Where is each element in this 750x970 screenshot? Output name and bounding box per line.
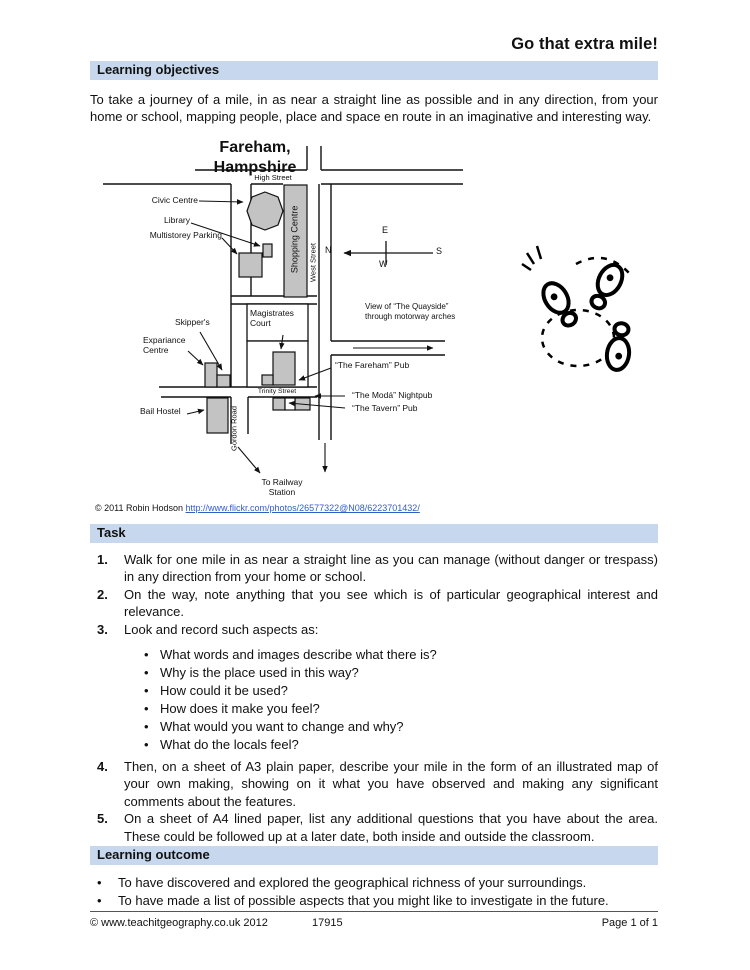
task-heading: Task xyxy=(90,524,658,543)
credit-link[interactable]: http://www.flickr.com/photos/26577322@N0… xyxy=(185,503,420,513)
compass-s: S xyxy=(436,246,443,256)
label-quayside-view: View of “The Quayside” through motorway … xyxy=(365,302,456,321)
learning-outcome-heading: Learning outcome xyxy=(90,846,658,865)
street-label-west-street: West Street xyxy=(308,242,318,283)
bullet-item: How could it be used? xyxy=(142,682,658,700)
sparkle-lines xyxy=(521,245,543,272)
task-item-number: 4. xyxy=(97,759,108,775)
expariance-centre-building xyxy=(204,362,218,388)
street-label-gordon-road: Gordon Road xyxy=(229,405,239,452)
learning-objectives-body: To take a journey of a mile, in as near … xyxy=(90,92,658,125)
task-item-number: 5. xyxy=(97,811,108,827)
task-item-text: Look and record such aspects as: xyxy=(124,621,319,637)
tavern-pub-building xyxy=(272,397,286,411)
footprint xyxy=(589,262,625,311)
map-title: Fareham, Hampshire xyxy=(213,139,297,176)
bullet-item: To have discovered and explored the geog… xyxy=(90,874,658,892)
bullet-item: What words and images describe what ther… xyxy=(142,646,658,664)
aspects-bullet-list: What words and images describe what ther… xyxy=(142,646,658,754)
footer-page-number: Page 1 of 1 xyxy=(601,917,658,929)
bullet-item: How does it make you feel? xyxy=(142,700,658,718)
bullet-item: To have made a list of possible aspects … xyxy=(90,892,658,910)
fareham-pub-building xyxy=(261,374,274,386)
label-to-railway-station: To Railway Station xyxy=(261,477,303,498)
footprint xyxy=(604,321,632,372)
task-item-text: Walk for one mile in as near a straight … xyxy=(124,552,658,585)
compass-n: N xyxy=(325,245,332,255)
footprint xyxy=(541,281,578,328)
skippers-building xyxy=(216,374,231,388)
credit-text: © 2011 Robin Hodson xyxy=(95,503,186,513)
footer-resource-number: 17915 xyxy=(312,917,343,929)
place-label-bail-hostel: Bail Hostel xyxy=(140,406,181,416)
place-label-tavern-pub: “The Tavern” Pub xyxy=(352,403,418,413)
place-label-shopping-centre: Shopping Centre xyxy=(289,205,300,274)
parking-building xyxy=(238,252,263,278)
shopping-centre-building xyxy=(283,184,308,298)
compass-e: E xyxy=(382,225,389,235)
task-item-text: On the way, note anything that you see w… xyxy=(124,586,658,620)
task-item-number: 3. xyxy=(97,621,108,637)
bullet-item: Why is the place used in this way? xyxy=(142,664,658,682)
fareham-map: Fareham, Hampshire High Street Shopping … xyxy=(95,138,475,502)
learning-objectives-heading: Learning objectives xyxy=(90,61,658,80)
civic-centre-building xyxy=(246,191,284,231)
footprints-clipart xyxy=(521,245,632,372)
place-label-civic-centre: Civic Centre xyxy=(151,195,198,205)
street-label-high-street: High Street xyxy=(254,172,292,182)
compass-lines xyxy=(343,241,433,265)
magistrates-building xyxy=(272,351,296,386)
task-item-text: On a sheet of A4 lined paper, list any a… xyxy=(124,811,658,844)
bullet-item: What do the locals feel? xyxy=(142,736,658,754)
place-label-magistrates-court: Magistrates Court xyxy=(250,308,294,329)
task-item-text: Then, on a sheet of A3 plain paper, desc… xyxy=(124,759,658,809)
task-item-1: 1. Walk for one mile in as near a straig… xyxy=(90,551,658,586)
bail-hostel-building xyxy=(206,397,229,434)
page-footer: © www.teachitgeography.co.uk 2012 17915 … xyxy=(90,911,658,929)
place-label-skippers: Skipper's xyxy=(175,317,210,327)
task-item-2: 2. On the way, note anything that you se… xyxy=(90,586,658,621)
footer-copyright: © www.teachitgeography.co.uk 2012 xyxy=(90,917,268,929)
task-item-number: 1. xyxy=(97,552,108,567)
street-label-trinity-street: Trinity Street xyxy=(257,388,297,395)
map-linework xyxy=(103,146,463,474)
task-item-3: 3. Look and record such aspects as: xyxy=(90,621,658,638)
task-list: 1. Walk for one mile in as near a straig… xyxy=(90,551,658,845)
place-label-multistorey-parking: Multistorey Parking xyxy=(149,230,222,240)
leader-arrows xyxy=(186,199,434,474)
place-label-library: Library xyxy=(164,215,190,225)
compass-w: W xyxy=(379,259,388,269)
bullet-item: What would you want to change and why? xyxy=(142,718,658,736)
task-item-4: 4. Then, on a sheet of A3 plain paper, d… xyxy=(90,758,658,810)
place-label-moda-nightpub: “The Modá” Nightpub xyxy=(352,390,433,400)
task-item-number: 2. xyxy=(97,586,108,602)
place-label-fareham-pub: “The Fareham” Pub xyxy=(335,360,410,370)
map-credit: © 2011 Robin Hodson http://www.flickr.co… xyxy=(95,503,420,513)
learning-outcome-list: To have discovered and explored the geog… xyxy=(90,874,658,910)
page-title: Go that extra mile! xyxy=(511,35,658,53)
library-building xyxy=(262,243,273,258)
task-item-5: 5. On a sheet of A4 lined paper, list an… xyxy=(90,810,658,845)
place-label-expariance-centre: Expariance Centre xyxy=(143,335,186,356)
